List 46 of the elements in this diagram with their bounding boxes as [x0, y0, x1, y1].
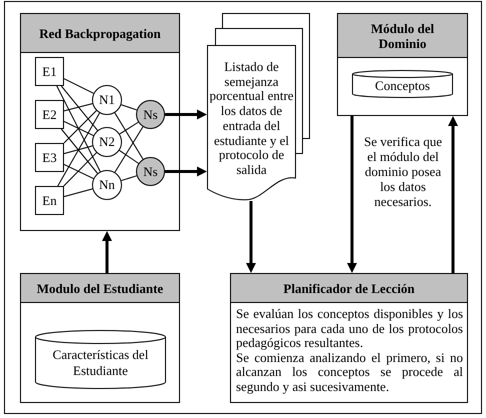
connection-line: [64, 188, 94, 198]
hidden-neuron: N1: [92, 85, 122, 115]
connection-line: [64, 120, 94, 136]
connection-line: [64, 164, 94, 180]
input-node: E2: [35, 100, 64, 129]
connection-line: [114, 112, 144, 160]
database-cylinder: Conceptos: [352, 70, 453, 98]
panel-title: Red Backpropagation: [21, 14, 179, 53]
connection-line: [57, 112, 100, 186]
panel-title: Planificador de Lección: [231, 274, 467, 303]
connection-line: [120, 175, 138, 182]
connection-line: [63, 152, 97, 186]
connection-line: [114, 126, 144, 173]
connection-line: [60, 86, 98, 131]
hidden-neuron: Nn: [92, 170, 122, 200]
connection-line: [64, 103, 93, 112]
panel-text: Se evalúan los conceptos disponibles y los necesarios para cada uno de los protocolos pedagógicos resultantes.: [235, 307, 464, 350]
connection-line: [120, 104, 138, 110]
input-node: E1: [35, 57, 64, 86]
planner-panel: [230, 273, 468, 403]
network-panel: [20, 13, 180, 231]
arrow: [347, 116, 357, 273]
connection-line: [64, 78, 94, 94]
arrow: [246, 201, 256, 273]
connection-line: [60, 128, 98, 174]
module-panel: [20, 273, 180, 403]
connection-line: [119, 122, 139, 134]
arrow: [165, 110, 207, 120]
input-node: En: [35, 186, 64, 215]
arrow: [165, 166, 207, 176]
input-node: E3: [35, 143, 64, 172]
module-panel: [337, 13, 468, 116]
panel-text: Se comienza analizando el primero, si no alcanzan los conceptos se procede al segundo y asi sucesivamente.: [235, 350, 464, 394]
hidden-neuron: N2: [92, 127, 122, 157]
output-neuron: Ns: [136, 157, 165, 186]
output-neuron: Ns: [136, 100, 165, 129]
connection-line: [118, 150, 139, 164]
database-cylinder: Características del Estudiante: [35, 330, 166, 389]
connection-line: [56, 86, 101, 172]
panel-title: Modulo del Estudiante: [21, 274, 179, 303]
arrow: [102, 231, 112, 273]
connection-line: [64, 145, 94, 154]
arrow: [448, 116, 458, 273]
panel-title: Módulo del Dominio: [338, 14, 467, 58]
connection-line: [64, 110, 97, 144]
annotation-text: Se verifica que el módulo del dominio posea los datos necesarios.: [363, 134, 443, 209]
